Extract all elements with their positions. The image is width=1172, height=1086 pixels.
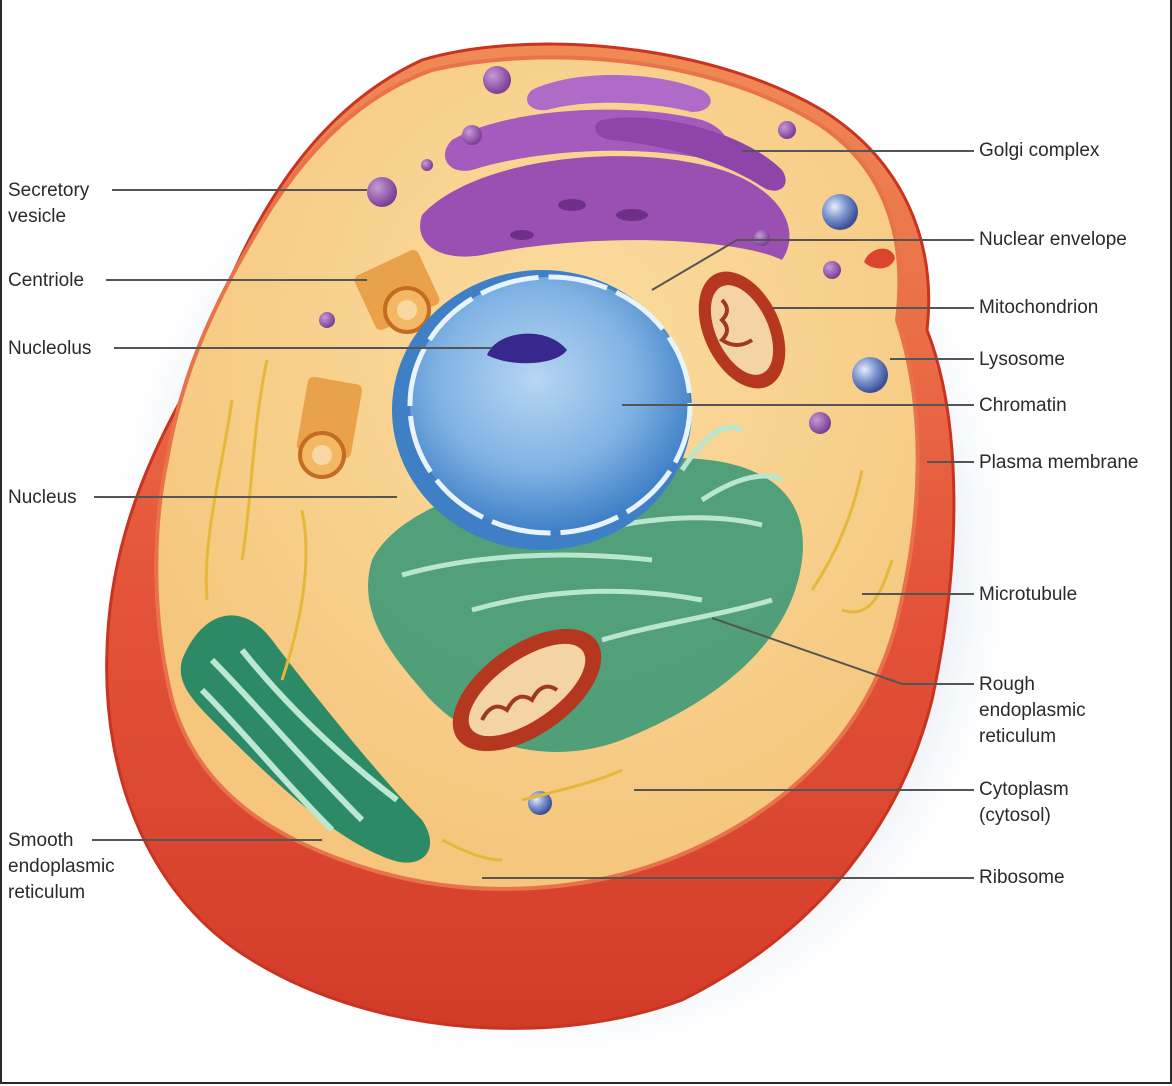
label-plasma-membrane: Plasma membrane [979, 450, 1138, 476]
label-centriole: Centriole [8, 268, 84, 294]
label-lysosome: Lysosome [979, 347, 1065, 373]
label-golgi-complex: Golgi complex [979, 138, 1099, 164]
label-nuclear-envelope: Nuclear envelope [979, 227, 1127, 253]
label-secretory-vesicle: Secretory vesicle [8, 178, 89, 230]
label-chromatin: Chromatin [979, 393, 1067, 419]
label-ribosome: Ribosome [979, 865, 1065, 891]
label-cytoplasm: Cytoplasm (cytosol) [979, 777, 1069, 829]
label-nucleolus: Nucleolus [8, 336, 91, 362]
label-rough-er: Rough endoplasmic reticulum [979, 672, 1086, 750]
lysosome [852, 357, 888, 393]
label-mitochondrion: Mitochondrion [979, 295, 1098, 321]
label-nucleus: Nucleus [8, 485, 77, 511]
label-smooth-er: Smooth endoplasmic reticulum [8, 828, 115, 906]
label-microtubule: Microtubule [979, 582, 1077, 608]
nucleus [392, 270, 692, 550]
secretory-vesicle [367, 177, 397, 207]
